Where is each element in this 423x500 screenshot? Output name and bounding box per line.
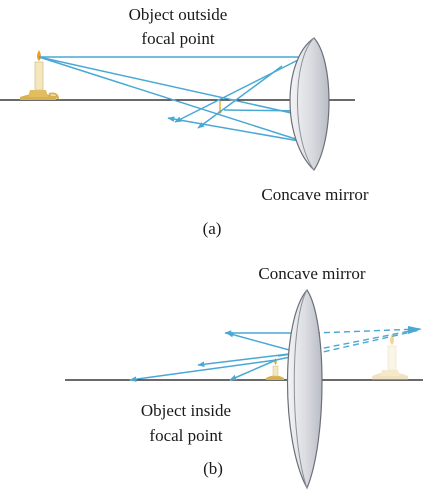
panel-b-caption-line1: Object inside [141,401,231,420]
panel-b-virtual-c [313,329,421,355]
panel-b-ray-d-out [197,351,306,368]
panel-a-candle-object [20,50,60,101]
panel-a-caption-line2: focal point [141,29,214,48]
panel-b-mirror-label: Concave mirror [258,264,365,283]
panel-b-caption-line2: focal point [149,426,222,445]
panel-a-ray-reflected [197,65,283,129]
panel-a-ray-parallel-out [174,56,305,123]
panel-b-virtual-rays [313,328,421,355]
panel-b-ray-a [129,359,277,382]
panel-a-concave-mirror [289,37,330,171]
panel-b-concave-mirror [286,289,323,490]
panel-b-virtual-b [313,328,421,351]
panel-b-rays [129,330,314,382]
panel-a-ray-center [38,56,315,120]
panel-a-caption-line1: Object outside [129,5,228,24]
panel-a-ray-focal-out [167,116,306,143]
panel-b: Concave mirror [65,264,423,490]
panel-a-mirror-label: Concave mirror [261,185,368,204]
panel-a-label: (a) [203,219,222,238]
panel-b-ray-b [229,359,277,381]
panel-b-virtual-a [313,328,421,334]
panel-a: Object outside focal point [0,5,369,238]
panel-b-virtual-image [372,334,408,380]
panel-b-label: (b) [203,459,223,478]
panel-a-ray-focal-in [38,56,306,143]
panel-b-virtual-arrowhead [408,326,422,334]
